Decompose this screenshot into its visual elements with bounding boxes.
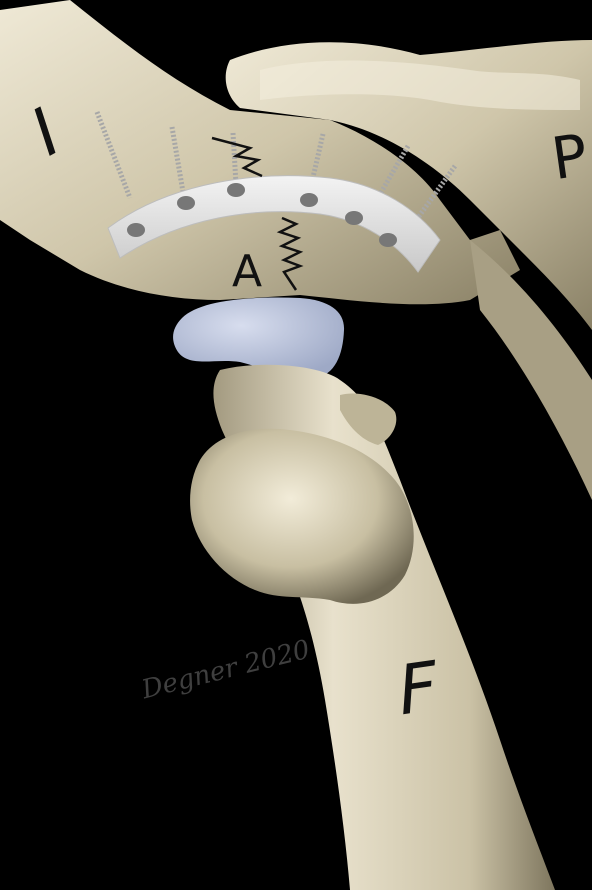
acetabulum-label: A	[232, 250, 262, 294]
screw-head-5	[345, 211, 363, 225]
screw-head-6	[379, 233, 397, 247]
screw-head-2	[177, 196, 195, 210]
screw-head-1	[127, 223, 145, 237]
screw-head-3	[227, 183, 245, 197]
femur-label: F	[396, 653, 440, 728]
screw-head-4	[300, 193, 318, 207]
